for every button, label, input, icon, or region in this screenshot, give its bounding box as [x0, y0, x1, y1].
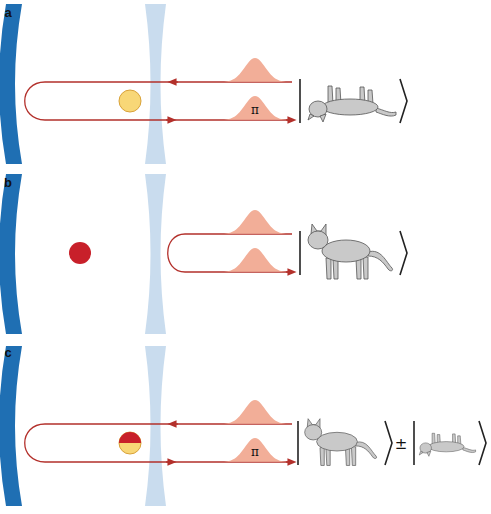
ket-bar — [299, 231, 301, 275]
curved-mirror — [0, 174, 22, 334]
panel-letter: a — [4, 6, 11, 19]
light-pulse — [224, 96, 286, 120]
panel-letter: c — [4, 346, 11, 359]
ket-bracket — [400, 79, 407, 123]
light-pulse — [224, 400, 286, 424]
coupling-mirror — [145, 346, 166, 506]
ket-bracket — [385, 421, 392, 465]
dead-cat — [308, 86, 396, 122]
light-pulse — [224, 210, 286, 234]
light-pulse — [224, 58, 286, 82]
alive-cat — [305, 419, 377, 466]
coupling-mirror — [145, 174, 166, 334]
light-path — [168, 234, 292, 272]
ket-bar — [299, 79, 301, 123]
atom-superposition — [119, 432, 141, 454]
phase-label: π — [251, 104, 259, 116]
curved-mirror — [0, 4, 22, 164]
arrow-head — [286, 119, 292, 120]
arrow-head — [286, 271, 292, 272]
arrow-head — [172, 423, 178, 424]
light-path — [25, 424, 292, 462]
arrow-head — [166, 461, 172, 462]
ket-bracket — [479, 421, 486, 465]
atom-excited — [69, 242, 91, 264]
panel-letter: b — [4, 176, 12, 189]
arrow-head — [286, 461, 292, 462]
plus-minus: ± — [395, 437, 408, 452]
light-pulse — [224, 438, 286, 462]
ket-bar — [297, 421, 299, 465]
ket-bracket — [400, 231, 407, 275]
coupling-mirror — [145, 4, 166, 164]
ket-bar — [413, 421, 415, 465]
phase-label: π — [251, 446, 259, 458]
atom-ground — [119, 90, 141, 112]
light-path — [25, 82, 292, 120]
curved-mirror — [0, 346, 22, 506]
light-pulse — [224, 248, 286, 272]
arrow-head — [166, 119, 172, 120]
dead-cat — [419, 433, 475, 456]
arrow-head — [172, 81, 178, 82]
alive-cat — [308, 224, 393, 279]
